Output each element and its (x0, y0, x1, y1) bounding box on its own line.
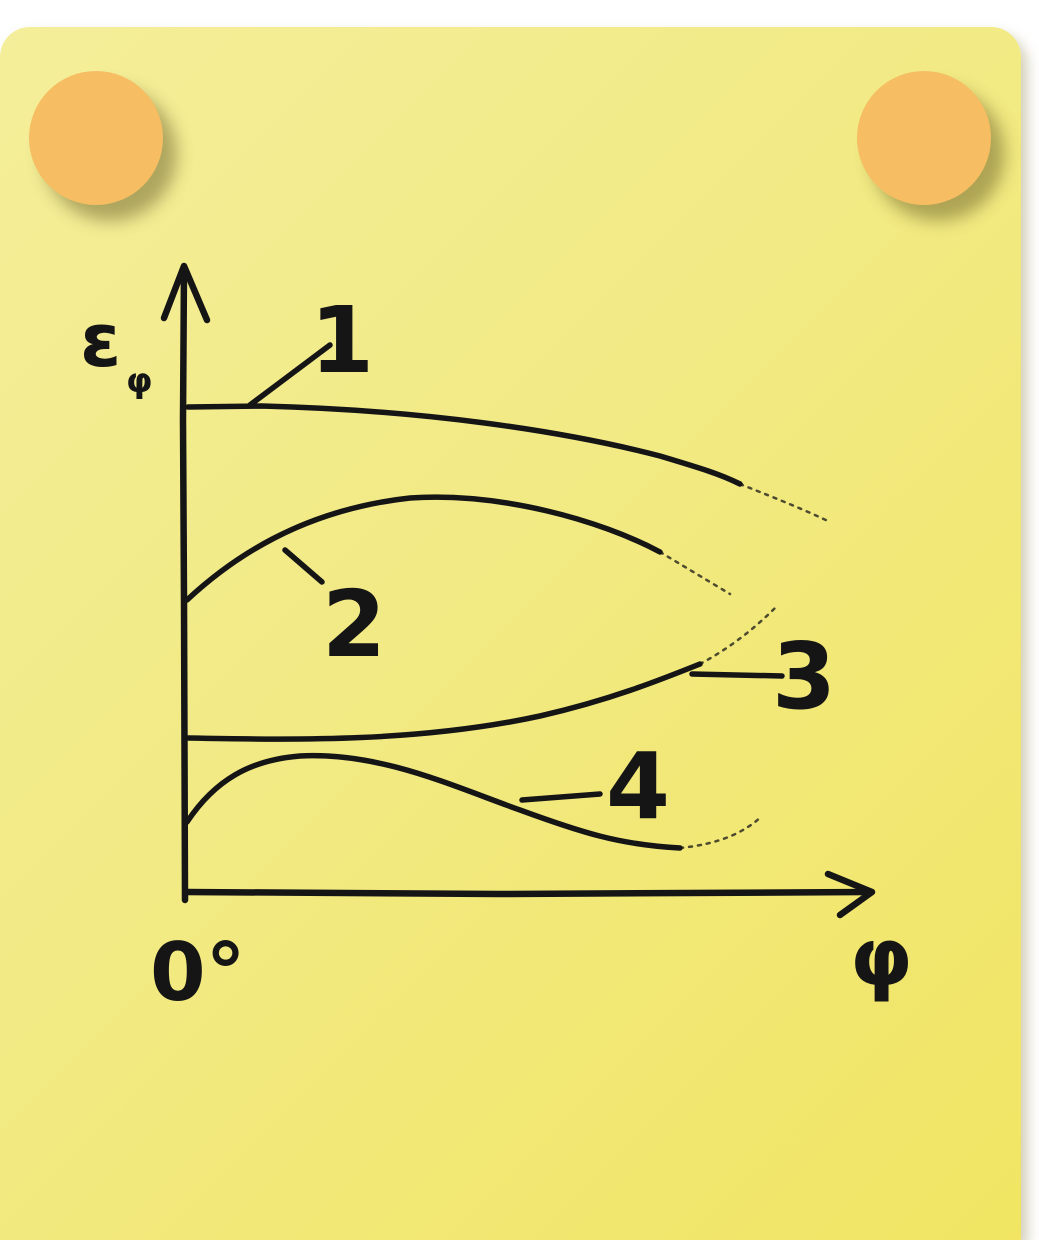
y-axis (179, 264, 189, 904)
curve-4-label: 4 (606, 733, 670, 840)
curve-4-leader (519, 791, 603, 803)
curve-4 (184, 752, 683, 851)
curve-2 (184, 494, 663, 603)
x-axis-label: φ (850, 911, 913, 1004)
sticky-note (0, 27, 1021, 1240)
y-axis-arrowhead (160, 262, 211, 324)
curve-2-leader (282, 547, 325, 585)
curve-1-leader (247, 342, 333, 408)
pin-left (29, 71, 163, 205)
curve-4-fade (678, 814, 764, 850)
curve-1-label: 1 (310, 287, 374, 394)
curve-2-label: 2 (322, 571, 386, 678)
curve-3-leader (689, 671, 785, 679)
curve-3-label: 3 (772, 623, 836, 730)
curve-3 (185, 661, 703, 742)
curve-1-fade (738, 482, 832, 524)
pin-right (857, 71, 991, 205)
origin-label: 0° (150, 926, 246, 1019)
curve-2-fade (658, 550, 732, 596)
y-axis-label: ε (80, 298, 121, 384)
x-axis-arrowhead (824, 870, 876, 919)
curve-3-fade (698, 606, 777, 666)
y-axis-subscript: φ (126, 361, 153, 401)
curve-1 (185, 403, 743, 487)
x-axis (182, 888, 872, 898)
